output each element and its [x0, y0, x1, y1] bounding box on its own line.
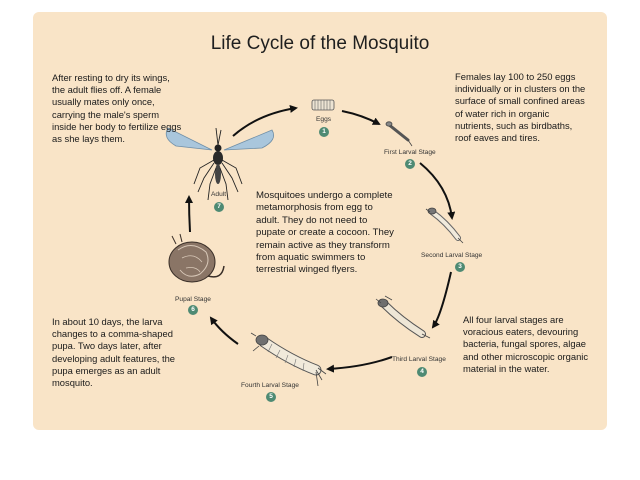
third-larva-illustration [375, 295, 431, 339]
pupa-illustration [168, 233, 225, 283]
arrow-second-to-third-larva [431, 271, 452, 329]
stage-badge-3: 3 [455, 262, 465, 272]
cycle-arrows [185, 104, 456, 373]
eggs-description: Females lay 100 to 250 eggs individually… [455, 71, 586, 144]
arrow-adult-to-eggs [232, 104, 298, 137]
stage-label-eggs: Eggs [316, 116, 332, 123]
stage-label-fourth-larval: Fourth Larval Stage [241, 382, 299, 389]
fourth-larva-illustration [250, 332, 327, 387]
adult-mosquito-illustration [165, 127, 275, 201]
arrow-first-to-second-larva [419, 162, 456, 220]
stage-label-first-larval: First Larval Stage [384, 149, 436, 156]
stage-label-pupal: Pupal Stage [175, 296, 211, 303]
stage-badge-5: 5 [266, 392, 276, 402]
first-larva-illustration [385, 121, 413, 147]
stage-badge-4: 4 [417, 367, 427, 377]
stage-badge-2: 2 [405, 159, 415, 169]
stage-label-third-larval: Third Larval Stage [392, 356, 446, 363]
stage-label-adult: Adult [211, 191, 227, 198]
metamorphosis-description: Mosquitoes undergo a complete metamorpho… [256, 190, 394, 276]
arrow-fourth-larva-to-pupa [209, 316, 239, 345]
stage-badge-7: 7 [214, 202, 224, 212]
page-title: Life Cycle of the Mosquito [210, 33, 430, 54]
adult-description: After resting to dry its wings, the adul… [52, 72, 182, 145]
second-larva-illustration [425, 207, 464, 244]
eggs-illustration [311, 99, 335, 111]
arrow-eggs-to-first-larva [341, 110, 381, 125]
pupa-description: In about 10 days, the larva changes to a… [52, 316, 176, 389]
arrow-pupa-to-adult [185, 195, 194, 233]
diagram-panel [33, 12, 607, 430]
stage-badge-6: 6 [188, 305, 198, 315]
stage-label-second-larval: Second Larval Stage [421, 252, 483, 259]
stage-badge-1: 1 [319, 127, 329, 137]
larvae-description: All four larval stages are voracious eat… [463, 314, 589, 374]
arrow-third-to-fourth-larva [326, 356, 393, 373]
